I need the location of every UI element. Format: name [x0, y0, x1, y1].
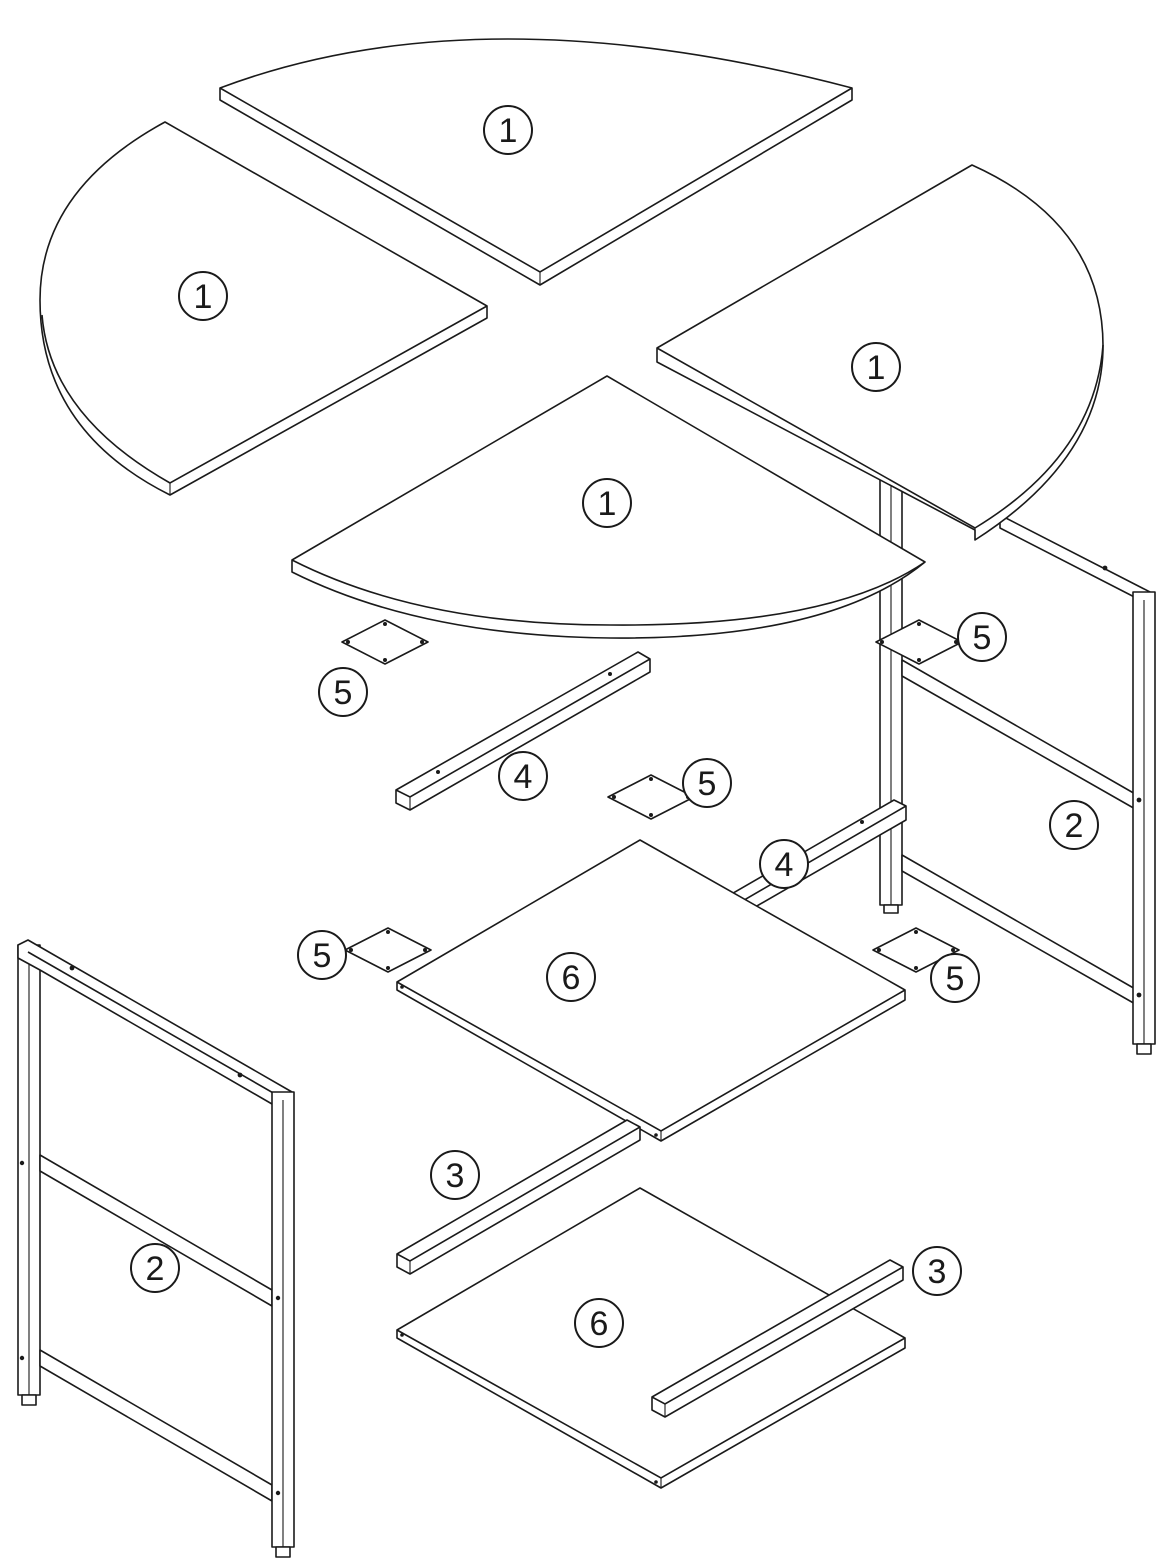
callout-text: 2 [1065, 807, 1084, 845]
shelf-panel-lower [396, 1187, 906, 1489]
callout-tabletop-right: 1 [851, 342, 901, 392]
mounting-bracket-c [607, 774, 695, 820]
callout-text: 4 [514, 758, 533, 796]
callout-text: 5 [946, 960, 965, 998]
callout-tabletop-front: 1 [582, 478, 632, 528]
callout-text: 1 [499, 112, 518, 150]
side-frame-left [17, 939, 295, 1558]
callout-short-rail-upper: 4 [498, 751, 548, 801]
callout-bracket-e: 5 [930, 953, 980, 1003]
mounting-bracket-a [341, 619, 429, 665]
callout-tabletop-left: 1 [178, 271, 228, 321]
callout-frame-left: 2 [130, 1243, 180, 1293]
callout-text: 2 [146, 1250, 165, 1288]
long-rail-right [651, 1259, 904, 1418]
callout-text: 1 [194, 278, 213, 316]
callout-bracket-c: 5 [682, 758, 732, 808]
callout-text: 3 [928, 1253, 947, 1291]
callout-bracket-b: 5 [957, 612, 1007, 662]
tabletop-quarter-left [39, 121, 488, 496]
callout-frame-right: 2 [1049, 800, 1099, 850]
callout-tabletop-top: 1 [483, 105, 533, 155]
mounting-bracket-d [344, 927, 432, 973]
callout-text: 5 [313, 937, 332, 975]
callout-shelf-upper: 6 [546, 952, 596, 1002]
long-rail-left [396, 1119, 641, 1275]
callout-text: 5 [698, 765, 717, 803]
callout-text: 6 [590, 1305, 609, 1343]
callout-text: 1 [598, 485, 617, 523]
short-rail-upper [395, 651, 651, 811]
callout-text: 4 [775, 846, 794, 884]
callout-bracket-d: 5 [297, 930, 347, 980]
callout-text: 3 [446, 1157, 465, 1195]
tabletop-quarter-top [219, 38, 853, 286]
callout-text: 5 [973, 619, 992, 657]
callout-text: 5 [334, 674, 353, 712]
callout-text: 6 [562, 959, 581, 997]
callout-text: 1 [867, 349, 886, 387]
shelf-panel-upper [396, 839, 906, 1142]
callout-long-rail-left: 3 [430, 1150, 480, 1200]
callout-shelf-lower: 6 [574, 1298, 624, 1348]
callout-short-rail-middle: 4 [759, 839, 809, 889]
callout-long-rail-right: 3 [912, 1246, 962, 1296]
callout-bracket-a: 5 [318, 667, 368, 717]
